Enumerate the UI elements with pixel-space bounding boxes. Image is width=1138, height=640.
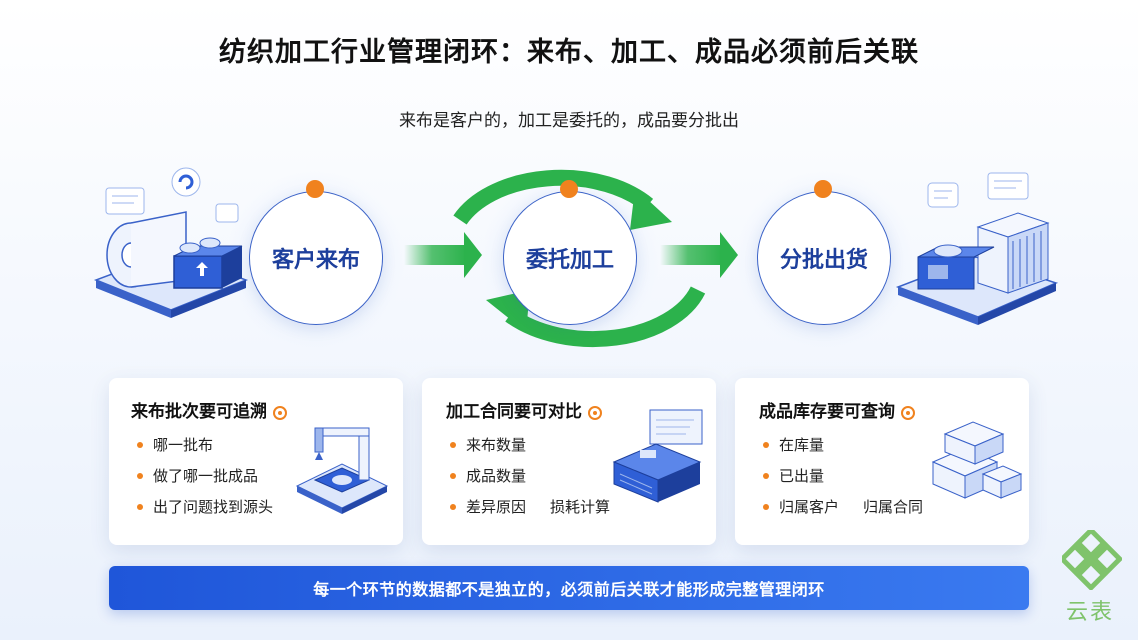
card-header: 来布批次要可追溯 <box>131 397 287 422</box>
list-item: 哪一批布 <box>137 434 213 455</box>
node-label: 委托加工 <box>525 248 614 273</box>
contract-machine-illustration-icon <box>612 409 703 503</box>
fabric-roll-illustration-icon <box>93 167 249 318</box>
list-item: 在库量 <box>763 434 824 455</box>
card-header: 成品库存要可查询 <box>759 397 915 422</box>
arrow-right-1-icon <box>404 232 482 278</box>
node-processing: 委托加工 <box>503 191 637 325</box>
card-dot-icon <box>588 405 602 420</box>
arrow-right-2-icon <box>660 232 738 278</box>
boxes-illustration-icon <box>931 421 1023 499</box>
list-item-extra: 归属合同 <box>863 498 924 516</box>
list-item: 差异原因 <box>450 496 526 517</box>
node-dot <box>560 180 578 198</box>
node-customer-cloth: 客户来布 <box>249 191 383 325</box>
banner-text: 每一个环节的数据都不是独立的，必须前后关联才能形成完整管理闭环 <box>313 580 825 599</box>
machine-illustration-icon <box>295 427 389 514</box>
list-item: 出了问题找到源头 <box>137 496 273 517</box>
logo-text: 云表 <box>1066 600 1115 625</box>
node-label: 分批出货 <box>779 248 868 273</box>
page-title: 纺织加工行业管理闭环：来布、加工、成品必须前后关联 <box>219 37 919 68</box>
card-contract-compare: 加工合同要可对比 来布数量 成品数量 差异原因 损耗计算 <box>422 378 716 545</box>
list-item: 归属客户 <box>763 496 839 517</box>
card-title: 成品库存要可查询 <box>759 402 895 422</box>
card-inventory-query: 成品库存要可查询 在库量 已出量 归属客户 归属合同 <box>735 378 1029 545</box>
summary-banner: 每一个环节的数据都不是独立的，必须前后关联才能形成完整管理闭环 <box>109 566 1029 610</box>
warehouse-illustration-icon <box>895 172 1059 325</box>
card-header: 加工合同要可对比 <box>446 397 602 422</box>
flow-arrows <box>404 169 738 348</box>
node-dot <box>306 180 324 198</box>
logo-mark-icon <box>1062 530 1122 590</box>
list-item-extra: 损耗计算 <box>550 498 611 516</box>
card-title: 加工合同要可对比 <box>446 402 582 422</box>
card-title: 来布批次要可追溯 <box>131 402 267 422</box>
cycle-arrow-top-icon <box>453 169 672 230</box>
list-item: 已出量 <box>763 465 824 486</box>
list-item: 来布数量 <box>450 434 526 455</box>
node-batch-shipping: 分批出货 <box>757 191 891 325</box>
node-label: 客户来布 <box>271 248 360 273</box>
page-subtitle: 来布是客户的，加工是委托的，成品要分批出 <box>399 111 739 131</box>
node-dot <box>814 180 832 198</box>
card-traceability: 来布批次要可追溯 哪一批布 做了哪一批成品 出了问题找到源头 <box>109 378 403 545</box>
list-item: 成品数量 <box>450 465 526 486</box>
card-dot-icon <box>901 405 915 420</box>
card-dot-icon <box>273 405 287 420</box>
list-item: 做了哪一批成品 <box>137 465 258 486</box>
